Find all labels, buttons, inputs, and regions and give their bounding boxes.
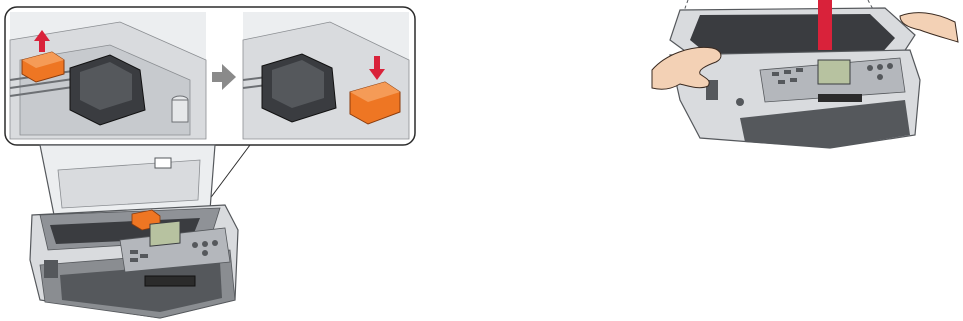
up-arrow-icon [818,0,832,50]
lcd-screen-right [818,60,850,84]
